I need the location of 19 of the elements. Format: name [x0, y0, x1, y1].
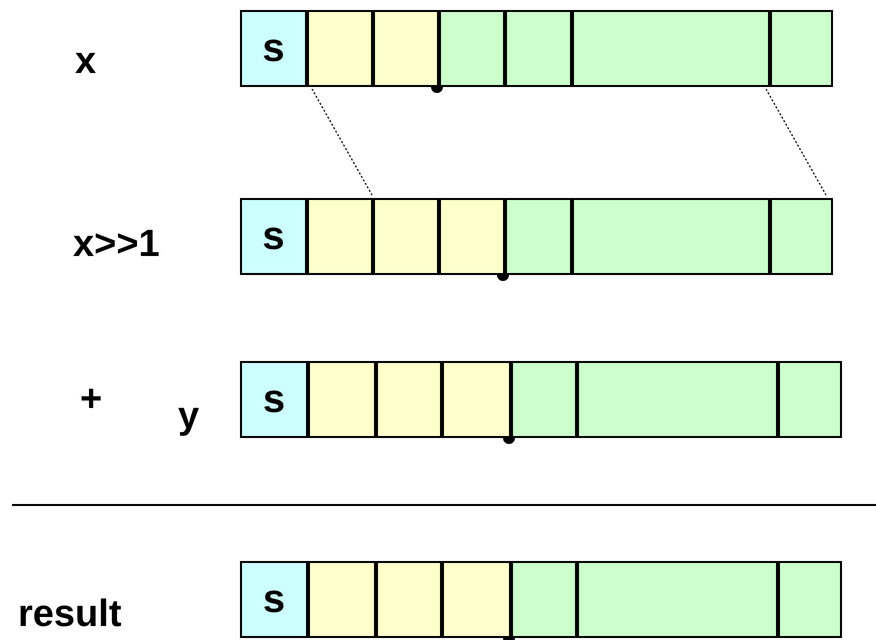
register-name: x — [75, 42, 96, 80]
sign-bit-cell — [242, 200, 305, 273]
sign-bit-label: s — [262, 214, 285, 259]
sign-bit-cell — [242, 563, 306, 636]
dotted-guide-line — [311, 88, 373, 196]
sign-bit-label: s — [262, 577, 286, 622]
register-bar — [240, 361, 842, 438]
register-bar — [240, 198, 833, 275]
register-name: x>>1 — [73, 225, 160, 263]
register-bar — [240, 10, 833, 87]
operator-label: + — [80, 380, 102, 418]
sign-bit-label: s — [262, 26, 285, 71]
sign-bit-label: s — [262, 377, 286, 422]
register-bar — [240, 561, 842, 638]
register-name: result — [18, 595, 122, 633]
dotted-guide-line — [765, 88, 827, 196]
sign-bit-cell — [242, 363, 306, 436]
sign-bit-cell — [242, 12, 305, 85]
register-name: y — [178, 397, 200, 435]
